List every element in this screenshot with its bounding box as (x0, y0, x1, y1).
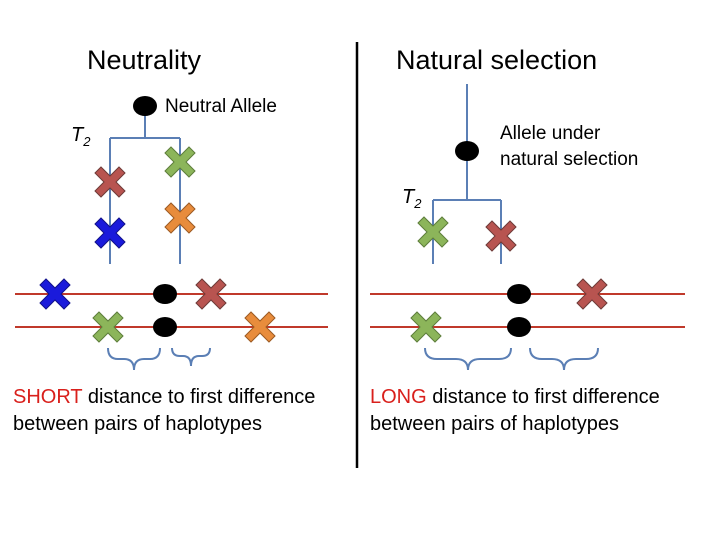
right-t2-sub: 2 (414, 196, 422, 211)
right-allele-lower (507, 317, 531, 337)
right-caption-rest: distance to first difference (426, 386, 660, 408)
left-t2-main: T (71, 124, 84, 146)
left-distance-brace-left (107, 347, 161, 371)
left-t2-sub: 2 (83, 134, 91, 149)
left-caption-highlight: SHORT (13, 386, 83, 408)
left-allele-lower (153, 317, 177, 337)
selected-allele-label-line1: Allele under (500, 123, 601, 144)
right-caption-line2: between pairs of haplotypes (370, 413, 620, 435)
right-distance-brace-right (529, 347, 599, 371)
left-panel (15, 96, 328, 371)
neutral-allele-label: Neutral Allele (165, 96, 277, 117)
selected-allele-label: Allele under natural selection (500, 121, 638, 173)
right-t2-main: T (402, 186, 415, 208)
right-caption-line1: LONG distance to first difference (370, 384, 660, 411)
right-t2-label: T2 (402, 186, 421, 211)
right-caption-highlight: LONG (370, 386, 427, 408)
right-selected-allele (455, 141, 479, 161)
right-panel-title: Natural selection (396, 45, 598, 75)
left-caption: SHORT distance to first difference betwe… (13, 384, 315, 438)
selected-allele-label-line2: natural selection (500, 149, 639, 170)
right-caption: LONG distance to first difference betwee… (370, 384, 660, 438)
left-caption-rest: distance to first difference (82, 386, 316, 408)
left-distance-brace-right (171, 347, 211, 367)
left-caption-line1: SHORT distance to first difference (13, 384, 315, 411)
right-distance-brace-left (424, 347, 512, 371)
right-panel (370, 84, 685, 371)
left-caption-line2: between pairs of haplotypes (13, 413, 263, 435)
left-panel-title: Neutrality (87, 45, 202, 75)
left-t2-label: T2 (71, 124, 90, 149)
left-neutral-allele (133, 96, 157, 116)
left-allele-upper (153, 284, 177, 304)
right-allele-upper (507, 284, 531, 304)
